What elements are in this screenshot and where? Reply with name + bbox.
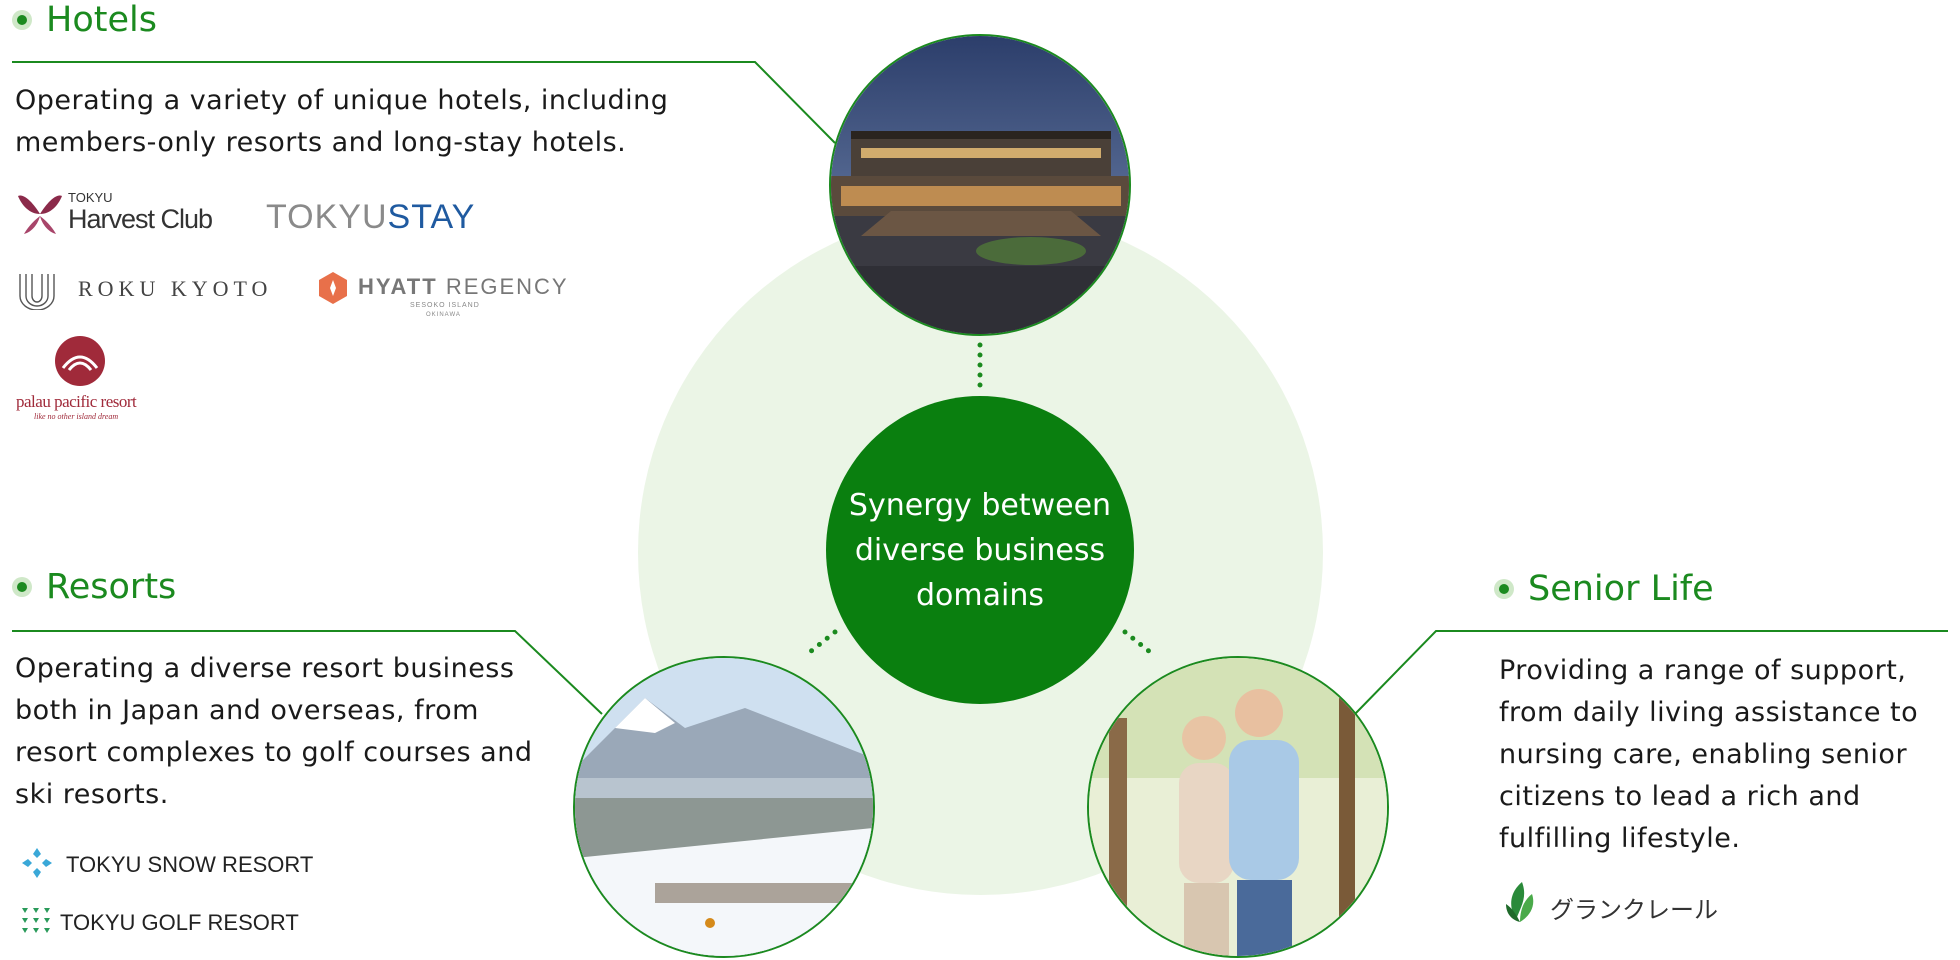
hotels-description: Operating a variety of unique hotels, in… — [15, 85, 669, 158]
palau-mark-icon — [55, 336, 105, 386]
senior-life-title: Senior Life — [1528, 569, 1714, 609]
palau-pacific-resort-logo[interactable]: palau pacific resort like no other islan… — [12, 334, 162, 426]
hyatt-word: HYATT — [358, 274, 438, 299]
grancreer-logo[interactable]: グランクレール — [1502, 878, 1742, 926]
bullet-dot-icon — [12, 10, 32, 30]
senior-life-description: Providing a range of support, from daily… — [1499, 655, 1919, 854]
roku-kyoto-text: ROKU KYOTO — [78, 276, 273, 301]
hyatt-regency-logo[interactable]: HYATT REGENCY SESOKO ISLAND OKINAWA — [318, 270, 588, 326]
leaf-mark-icon — [1506, 882, 1534, 922]
regency-word: REGENCY — [445, 274, 569, 299]
snowflake-icon — [22, 848, 52, 878]
hyatt-text: HYATT REGENCY — [358, 274, 569, 300]
resorts-title: Resorts — [46, 567, 177, 607]
tokyu-stay-part-b: STAY — [387, 198, 476, 236]
senior-life-heading: Senior Life — [1494, 569, 1714, 609]
hotel-photo — [829, 34, 1131, 336]
golf-mark-icon — [22, 908, 50, 933]
synergy-center-circle: Synergy between diverse business domains — [826, 396, 1134, 704]
harvest-club-small: TOKYU — [68, 190, 113, 205]
bullet-dot-icon — [12, 577, 32, 597]
roku-kyoto-logo[interactable]: ROKU KYOTO — [16, 266, 276, 312]
hotels-title: Hotels — [46, 0, 157, 40]
harvest-club-logo[interactable]: TOKYU Harvest Club — [16, 186, 236, 238]
roku-kyoto-mark-icon — [19, 274, 55, 310]
hotels-heading: Hotels — [12, 0, 157, 40]
tokyu-stay-logo[interactable]: TOKYUSTAY — [266, 198, 506, 238]
tokyu-golf-resort-text: TOKYU GOLF RESORT — [60, 910, 299, 935]
synergy-text: Synergy between diverse business domains — [848, 487, 1112, 613]
grancreer-text: グランクレール — [1550, 896, 1718, 924]
bullet-dot-icon — [1494, 579, 1514, 599]
tokyu-stay-part-a: TOKYU — [266, 198, 388, 236]
hyatt-sub1: SESOKO ISLAND — [410, 302, 480, 309]
palau-main-text: palau pacific resort — [16, 392, 137, 411]
hyatt-mark-icon — [319, 272, 347, 304]
resorts-description: Operating a diverse resort business both… — [15, 653, 533, 810]
tokyu-golf-resort-logo[interactable]: TOKYU GOLF RESORT — [20, 904, 340, 940]
senior-couple-photo — [1087, 656, 1389, 958]
resorts-heading: Resorts — [12, 567, 176, 607]
harvest-club-mark-icon — [18, 195, 62, 234]
palau-sub-text: like no other island dream — [34, 412, 119, 421]
hyatt-sub2: OKINAWA — [426, 312, 461, 318]
tokyu-snow-resort-text: TOKYU SNOW RESORT — [66, 852, 314, 877]
harvest-club-main: Harvest Club — [68, 204, 213, 234]
tokyu-snow-resort-logo[interactable]: TOKYU SNOW RESORT — [20, 846, 340, 882]
ski-resort-photo — [573, 656, 875, 958]
